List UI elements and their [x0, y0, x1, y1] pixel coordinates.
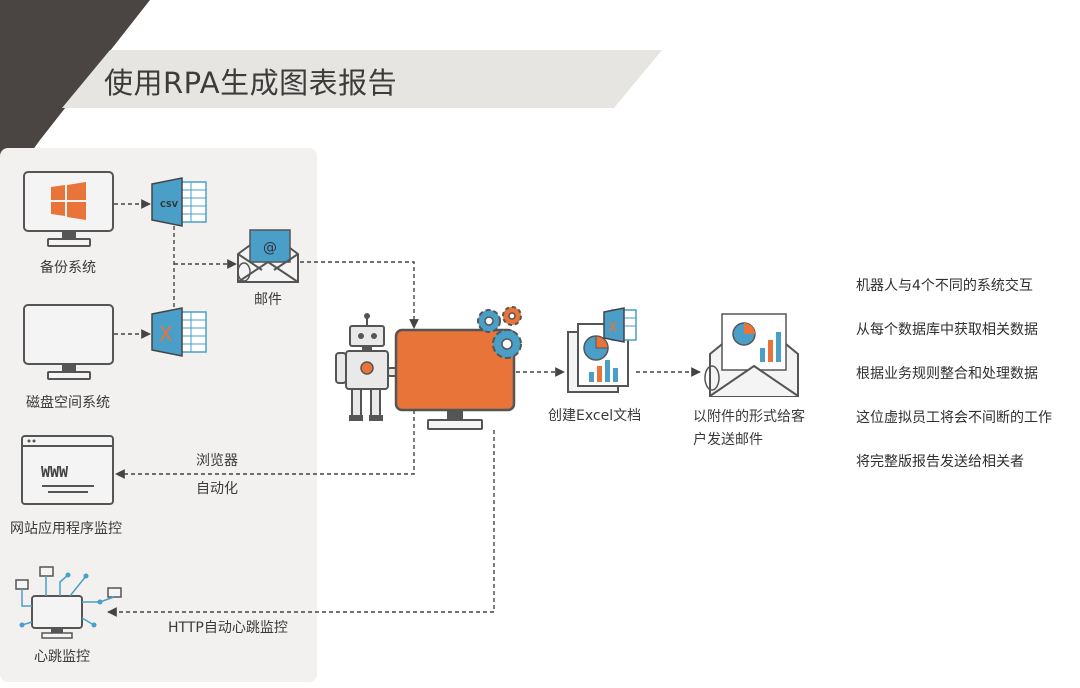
csv-file-icon: CSV [151, 177, 207, 227]
browser-window-icon [21, 435, 114, 505]
robot-icon [335, 313, 413, 421]
browser-automation-line2: 自动化 [196, 481, 238, 497]
header-dark-shape [0, 0, 150, 195]
disk-monitor-icon [23, 304, 114, 380]
feature-item: 将完整版报告发送给相关者 [856, 454, 1024, 470]
svg-text:CSV: CSV [160, 200, 179, 209]
arrow-monitor-heartbeat [107, 430, 495, 617]
page-title: 使用RPA生成图表报告 [104, 66, 398, 100]
windows-logo-icon [51, 182, 86, 220]
create-excel-label: 创建Excel文档 [548, 408, 642, 424]
header-banner [62, 50, 662, 108]
feature-list: 机器人与4个不同的系统交互 从每个数据库中获取相关数据 根据业务规则整合和处理数… [856, 276, 1052, 496]
central-monitor-icon [394, 328, 516, 430]
email-envelope-icon: @ [237, 229, 299, 283]
report-envelope-icon [704, 313, 799, 397]
arrow-email-monitor [300, 261, 419, 329]
website-monitor-label: 网站应用程序监控 [10, 521, 122, 537]
feature-item: 从每个数据库中获取相关数据 [856, 322, 1038, 338]
feature-item: 这位虚拟员工将会不间断的工作 [856, 410, 1052, 426]
send-mail-line1: 以附件的形式给客 [693, 409, 805, 425]
excel-file-icon: X [151, 307, 207, 357]
browser-automation-line1: 浏览器 [196, 453, 238, 469]
email-label: 邮件 [254, 292, 282, 308]
backup-monitor-icon [23, 171, 114, 247]
feature-item: 机器人与4个不同的系统交互 [856, 278, 1033, 294]
send-mail-line2: 户发送邮件 [693, 432, 763, 448]
feature-item: 根据业务规则整合和处理数据 [856, 366, 1038, 382]
connectors [107, 199, 701, 617]
svg-text:X: X [159, 322, 173, 346]
arrow-monitor-browser [115, 410, 415, 479]
svg-text:@: @ [263, 240, 277, 256]
www-label: WWW [41, 463, 69, 481]
gears-icon [477, 306, 522, 359]
backup-system-label: 备份系统 [40, 260, 96, 276]
heartbeat-network-icon [15, 566, 122, 639]
excel-report-icon: X [567, 307, 637, 393]
disk-system-label: 磁盘空间系统 [26, 395, 110, 411]
http-heartbeat-label: HTTP自动心跳监控 [168, 620, 288, 636]
svg-text:X: X [608, 320, 618, 336]
heartbeat-monitor-label: 心跳监控 [34, 649, 90, 665]
